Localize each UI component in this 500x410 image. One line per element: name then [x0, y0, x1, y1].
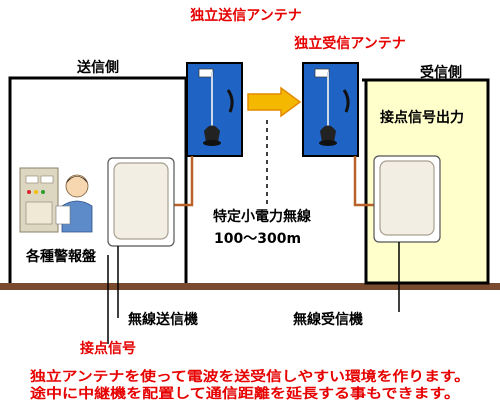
radio-type-label: 特定小電力無線: [213, 208, 311, 225]
tx-cable: [174, 156, 194, 207]
rx-antenna: [302, 62, 359, 157]
tx-antenna: [186, 62, 243, 157]
receiver-device: [373, 155, 441, 243]
radio-range-label: 100〜300m: [214, 231, 301, 247]
contact-signal-label: 接点信号: [80, 340, 136, 357]
alarm-panel-illustration: [19, 167, 93, 233]
rx-side-label: 受信側: [420, 64, 462, 81]
rx-antenna-title: 独立受信アンテナ: [294, 35, 405, 52]
note-line-2: 途中に中継機を配置して通信距離を延長する事もできます。: [30, 385, 460, 402]
transmitter-label: 無線送信機: [128, 311, 198, 328]
contact-output-label: 接点信号出力: [380, 109, 464, 126]
tx-side-label: 送信側: [76, 59, 119, 76]
rx-cable: [353, 156, 376, 207]
alarm-panel-label: 各種警報盤: [25, 248, 97, 265]
tx-antenna-title: 独立送信アンテナ: [190, 7, 301, 24]
ground-line: [0, 283, 500, 290]
transmitter-device: [107, 157, 175, 247]
tx-building: [8, 76, 188, 283]
receiver-label: 無線受信機: [293, 311, 363, 328]
transmission-arrow: [247, 86, 302, 118]
note-line-1: 独立アンテナを使って電波を送受信しやすい環境を作ります。: [30, 368, 470, 385]
